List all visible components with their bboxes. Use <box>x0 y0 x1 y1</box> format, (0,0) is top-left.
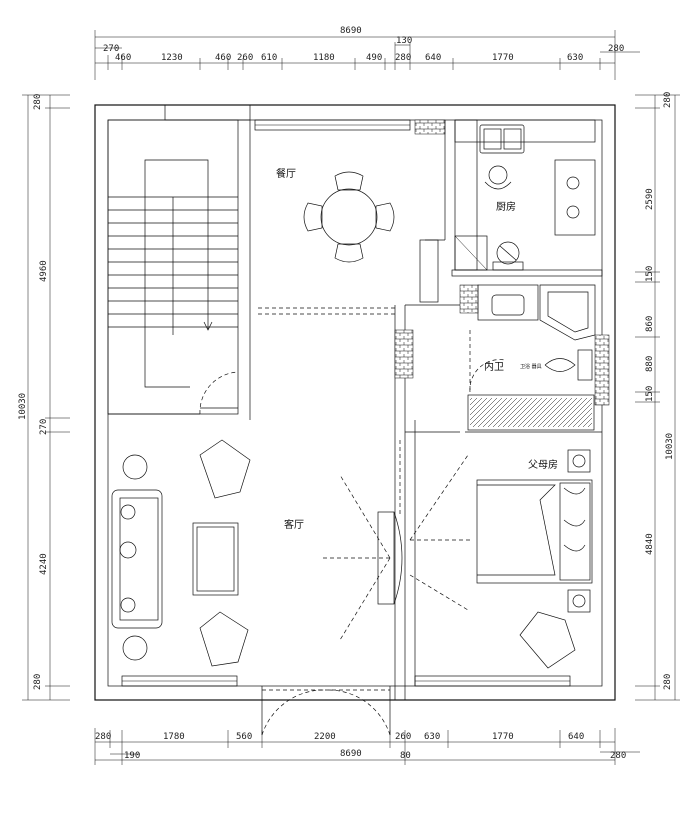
bedroom-furniture <box>476 449 593 669</box>
label-parents-bedroom: 父母房 <box>528 458 558 471</box>
dim-top-460a: 460 <box>115 53 131 63</box>
dim-top-130: 130 <box>396 36 412 46</box>
living-room-furniture <box>111 439 403 667</box>
dim-top-total: 8690 <box>340 26 362 36</box>
dim-bottom-630: 630 <box>424 732 440 742</box>
dim-left-4960: 4960 <box>39 260 49 282</box>
dim-bottom-560: 560 <box>236 732 252 742</box>
dim-bottom-80: 80 <box>400 751 411 761</box>
dim-right-150a: 150 <box>645 266 655 282</box>
dim-left-10030: 10030 <box>18 393 28 420</box>
dim-bottom-280: 280 <box>95 732 111 742</box>
dim-top-1180: 1180 <box>313 53 335 63</box>
label-bathroom: 内卫 <box>484 360 504 373</box>
dim-bottom-total: 8690 <box>340 749 362 759</box>
dim-top-490: 490 <box>366 53 382 63</box>
left-dimensions: 280 4960 270 10030 4240 280 <box>18 94 70 701</box>
dim-bottom-190: 190 <box>124 751 140 761</box>
dim-top-460b: 460 <box>215 53 231 63</box>
label-dining: 餐厅 <box>276 167 296 180</box>
dim-left-280-bottom: 280 <box>33 674 43 690</box>
staircase <box>107 119 239 415</box>
label-bath-fixture: 卫浴 器具 <box>520 363 542 370</box>
dim-right-880: 880 <box>645 356 655 372</box>
view-lines <box>320 440 470 641</box>
dim-top-270-left: 270 <box>103 44 119 54</box>
top-windows <box>254 119 446 135</box>
label-kitchen: 厨房 <box>496 200 516 213</box>
dim-right-860: 860 <box>645 316 655 332</box>
dim-bottom-640: 640 <box>568 732 584 742</box>
dim-right-150b: 150 <box>645 386 655 402</box>
dim-bottom-260: 260 <box>395 732 411 742</box>
dim-left-270: 270 <box>39 419 49 435</box>
room-labels: 餐厅 厨房 客厅 内卫 父母房 卫浴 器具 <box>276 167 558 531</box>
top-dimensions: 8690 130 280 270 460 1230 460 260 610 11… <box>94 26 640 80</box>
dining-table <box>303 171 395 263</box>
dim-bottom-2200: 2200 <box>314 732 336 742</box>
dim-right-4840: 4840 <box>645 533 655 555</box>
dim-left-280-top: 280 <box>33 94 43 110</box>
bottom-windows <box>121 675 571 736</box>
bathroom-fixtures <box>467 284 596 431</box>
dim-top-1230: 1230 <box>161 53 183 63</box>
dim-left-4240: 4240 <box>39 553 49 575</box>
dim-top-630: 630 <box>567 53 583 63</box>
dim-right-280-bottom: 280 <box>663 674 673 690</box>
interior-walls <box>249 120 610 700</box>
dim-right-2590: 2590 <box>645 188 655 210</box>
kitchen-fixtures <box>451 119 603 277</box>
label-living: 客厅 <box>284 518 304 531</box>
dim-top-280-right: 280 <box>608 44 624 54</box>
dim-top-640: 640 <box>425 53 441 63</box>
dim-bottom-280-right: 280 <box>610 751 626 761</box>
dim-bottom-1770: 1770 <box>492 732 514 742</box>
dim-right-10030: 10030 <box>665 433 675 460</box>
dim-top-280: 280 <box>395 53 411 63</box>
dim-right-280-top: 280 <box>663 92 673 108</box>
dim-top-260: 260 <box>237 53 253 63</box>
dim-top-610: 610 <box>261 53 277 63</box>
right-dimensions: 280 2590 150 860 880 150 10030 4840 280 <box>635 92 680 701</box>
dim-top-1770: 1770 <box>492 53 514 63</box>
dim-bottom-1780: 1780 <box>163 732 185 742</box>
bottom-dimensions: 280 1780 560 2200 260 630 1770 640 190 8… <box>94 728 640 765</box>
